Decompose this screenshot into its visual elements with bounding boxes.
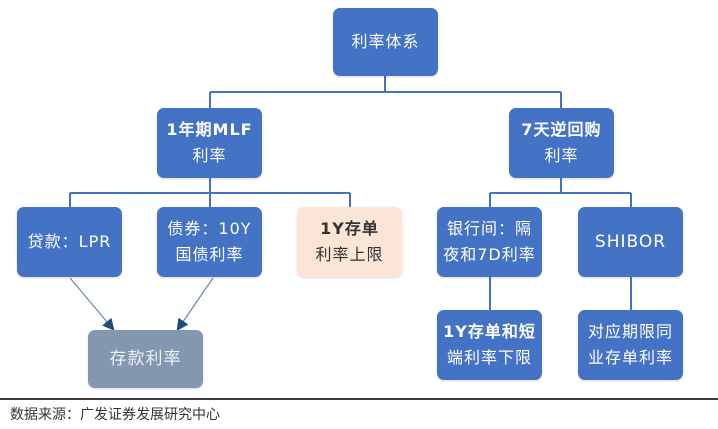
node-shibor-label: SHIBOR [594,232,667,252]
node-ncd-rate-line1: 对应期限同 [587,322,673,341]
node-deposit-rate: 存款利率 [88,330,203,388]
node-1y-cd-upper-line2: 利率上限 [315,245,384,264]
arrow-lpr-to-deposit [69,277,115,331]
node-7d-repo-rate-line1: 7天逆回购 [521,120,602,139]
node-1y-cd-lower-line2: 端利率下限 [446,348,532,367]
node-mlf-rate-line2: 利率 [192,146,227,165]
node-bond-10y: 债券：10Y 国债利率 [157,207,262,277]
node-interbank-rate-line2: 夜和7D利率 [443,245,536,264]
node-bond-10y-line1: 债券：10Y [167,219,252,238]
node-interbank-rate-line1: 银行间：隔 [446,219,532,238]
node-1y-cd-lower-line1: 1Y存单和短 [443,322,536,341]
node-1y-cd-lower: 1Y存单和短 端利率下限 [437,310,542,380]
node-mlf-rate-line1: 1年期MLF [166,120,253,139]
node-mlf-rate: 1年期MLF 利率 [157,108,262,178]
data-source-note: 数据来源：广发证券发展研究中心 [10,407,220,423]
node-rate-system: 利率体系 [333,8,438,76]
node-deposit-rate-label: 存款利率 [109,349,182,369]
node-7d-repo-rate-line2: 利率 [544,146,579,165]
node-shibor: SHIBOR [578,207,683,277]
node-7d-repo-rate: 7天逆回购 利率 [509,108,614,178]
arrow-bond-to-deposit [176,277,214,331]
node-loan-lpr-label: 贷款：LPR [27,232,112,251]
node-rate-system-label: 利率体系 [351,32,420,51]
node-interbank-rate: 银行间：隔 夜和7D利率 [437,207,542,277]
node-ncd-rate: 对应期限同 业存单利率 [578,310,683,380]
node-1y-cd-upper-line1: 1Y存单 [320,219,379,238]
footer-divider [0,398,718,400]
node-bond-10y-line2: 国债利率 [175,245,244,264]
node-ncd-rate-line2: 业存单利率 [587,348,673,367]
node-loan-lpr: 贷款：LPR [17,207,122,277]
node-1y-cd-upper: 1Y存单 利率上限 [297,207,402,277]
